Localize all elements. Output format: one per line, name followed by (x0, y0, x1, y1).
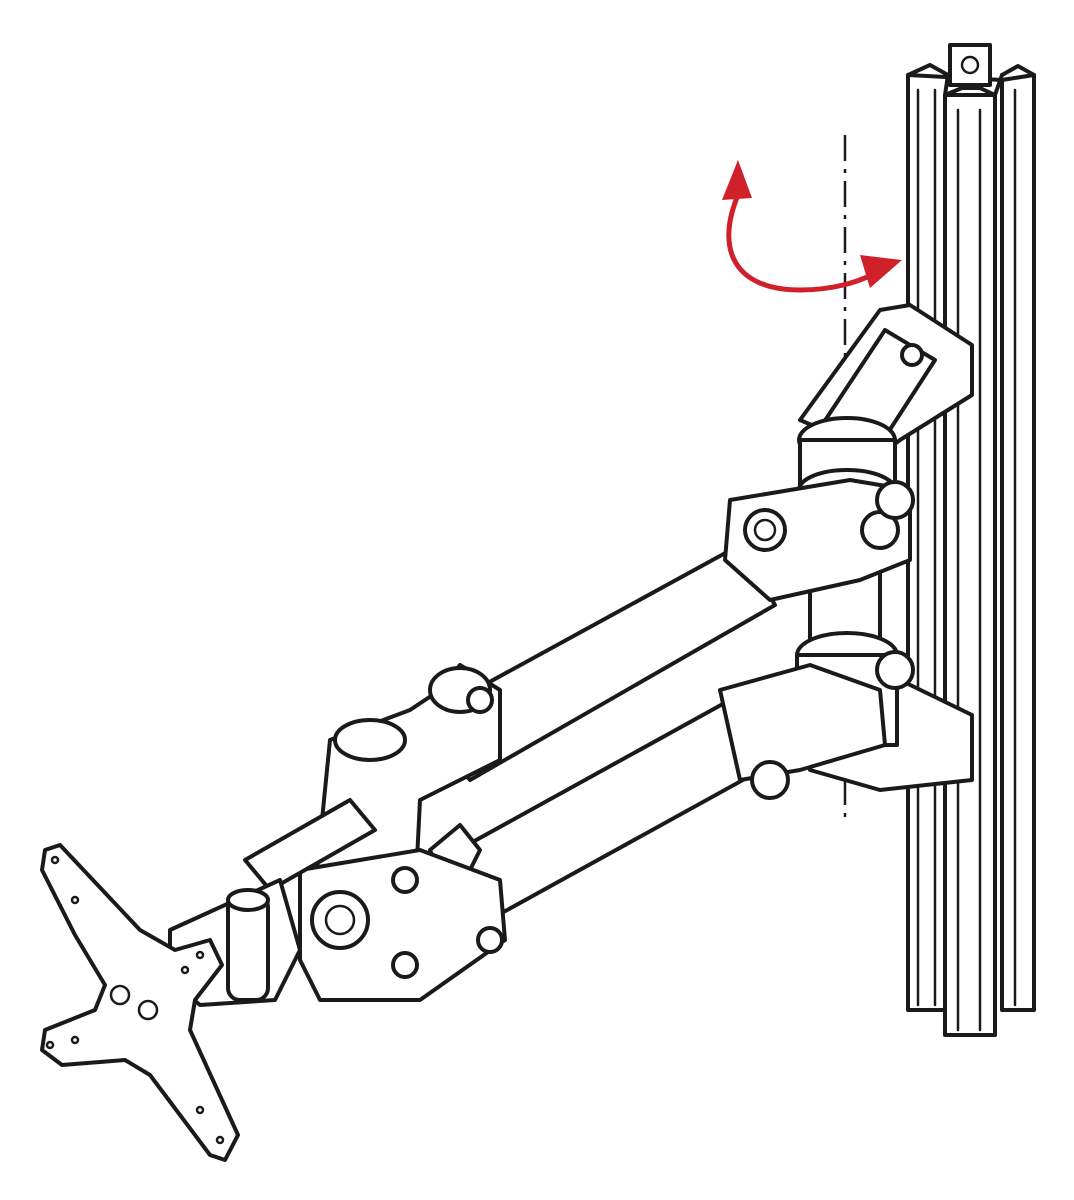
aluminum-profile-column (906, 43, 1036, 1037)
vesa-plate (40, 843, 240, 1162)
front-joint (243, 663, 507, 1002)
lower-arm (438, 650, 915, 927)
rotation-arrow-icon (722, 160, 902, 293)
